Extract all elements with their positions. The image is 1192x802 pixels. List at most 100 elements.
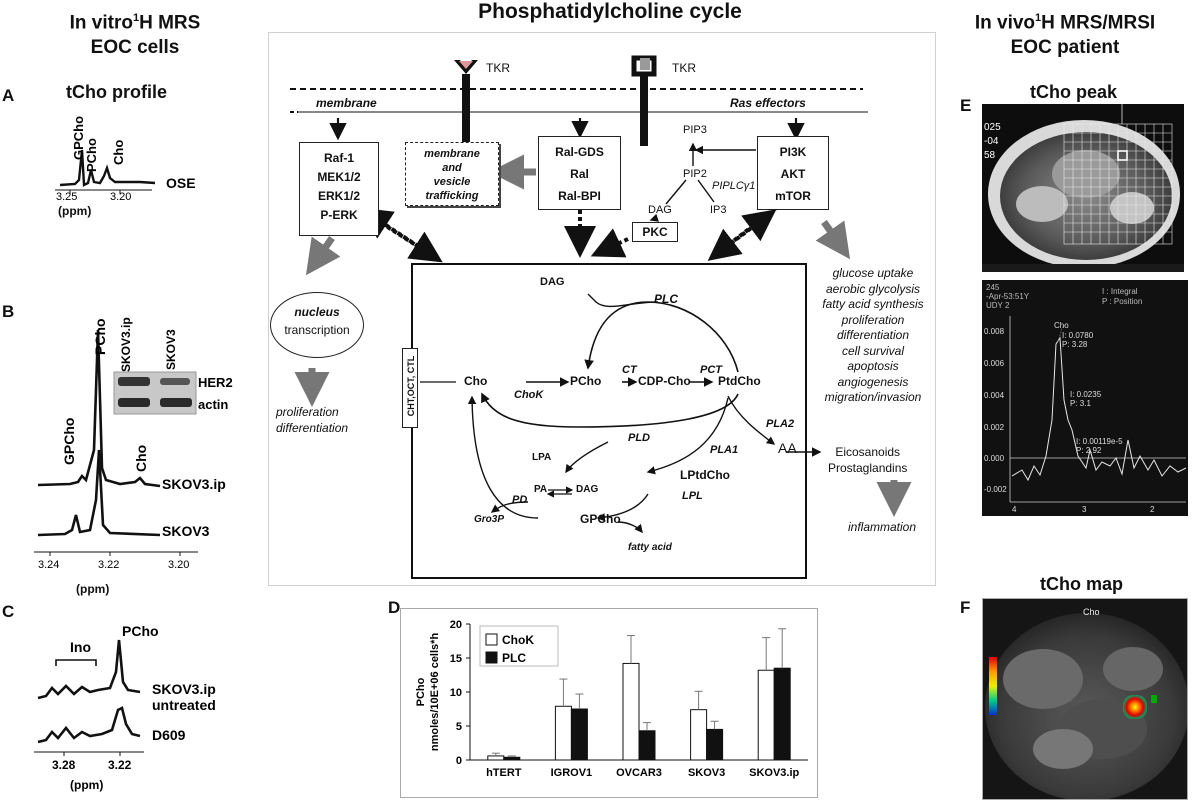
nucleus-label: nucleus — [294, 305, 340, 319]
box-ral-item-1: Ral-GDS — [555, 145, 604, 159]
effect-3: fatty acid synthesis — [822, 297, 924, 311]
panel-b-sample-1: SKOV3.ip — [162, 476, 226, 492]
bar-plc-skov3ip — [773, 667, 791, 761]
dag-top-label: DAG — [648, 204, 672, 216]
box-raf-item-2: MEK1/2 — [317, 170, 361, 184]
blot-band-actin-1 — [118, 398, 150, 407]
chart-category-label: OVCAR3 — [616, 767, 662, 779]
mri-text-2: -04 — [984, 136, 999, 147]
panel-a-tick-2: 3.20 — [110, 191, 131, 200]
box-ral: Ral-GDS Ral Ral-BPI — [538, 136, 621, 210]
spec-header-3: UDY 2 — [986, 301, 1010, 310]
panel-a-peak-pcho: PCho — [84, 138, 99, 172]
spec-peak-cho: Cho — [1054, 321, 1069, 330]
cycle-aa: AA — [778, 440, 797, 456]
spec-peak-p2: P: 3.1 — [1070, 399, 1091, 408]
grey-arrow-effects — [815, 219, 851, 260]
box-pi3k-item-3: mTOR — [775, 189, 811, 203]
center-header: Phosphatidylcholine cycle — [478, 0, 742, 23]
panel-e-letter: E — [960, 96, 972, 115]
grey-arrow-nucleus — [305, 235, 341, 276]
spec-xtick-3: 2 — [1150, 505, 1155, 514]
panel-b-trace-skov3 — [37, 449, 161, 537]
bar-chok-ovcar3 — [622, 662, 640, 761]
panel-c-tick-1: 3.28 — [52, 758, 76, 772]
box-ral-item-2: Ral — [570, 167, 589, 181]
spec-header-2: -Apr-53:51Y — [986, 292, 1030, 301]
mrsi-map-image: Cho — [982, 598, 1188, 800]
box-pi3k-item-2: AKT — [780, 167, 806, 181]
cycle-pcho: PCho — [570, 374, 602, 388]
panel-b-letter: B — [2, 302, 15, 321]
panel-c-axis-label: (ppm) — [70, 778, 103, 792]
ras-effectors-label: Ras effectors — [730, 96, 806, 110]
blot-band-actin-2 — [160, 398, 192, 407]
left-header-line2: EOC cells — [90, 37, 180, 59]
proliferation-left-2: differentiation — [276, 421, 349, 435]
cycle-dag2: DAG — [576, 484, 599, 495]
chart-category-label: IGROV1 — [551, 767, 593, 779]
blot-band-her2-2 — [160, 378, 190, 385]
spec-xtick-2: 3 — [1082, 505, 1087, 514]
mrs-spectrum-image: 245 -Apr-53:51Y UDY 2 I : Integral P : P… — [982, 280, 1188, 516]
panel-a-trace — [59, 149, 156, 187]
bar-chok-skov3ip — [757, 669, 775, 761]
panel-b-peak-cho: Cho — [133, 445, 149, 472]
cycle-pla1: PLA1 — [710, 444, 739, 456]
panel-a-title: tCho profile — [66, 82, 167, 102]
right-header-line1b: H MRS/MRSI — [1041, 12, 1156, 34]
chart-legend-swatch — [485, 633, 498, 646]
panel-a-spectrum: GPCho PCho Cho OSE 3.25 3.20 — [55, 116, 196, 200]
spec-legend-1: I : Integral — [1102, 287, 1138, 296]
panel-b-peak-gpcho: GPCho — [61, 418, 77, 465]
chart-ytick-label: 20 — [450, 619, 462, 631]
panel-a-peak-gpcho: GPCho — [71, 116, 86, 160]
eicosanoids-2: Prostaglandins — [828, 461, 908, 475]
box-membrane-trafficking: membrane and vesicle trafficking — [405, 142, 499, 206]
panel-c-peak-ino: Ino — [70, 639, 91, 655]
tkr1-receptor — [454, 60, 478, 74]
panel-c-tick-2: 3.22 — [108, 758, 132, 772]
panel-b-sample-2: SKOV3 — [162, 523, 210, 539]
panel-b-tick-3: 3.20 — [168, 559, 189, 571]
panel-a-peak-cho: Cho — [111, 140, 126, 165]
ip3-label: IP3 — [710, 204, 727, 216]
panel-a-tick-1: 3.25 — [56, 191, 77, 200]
box-raf: Raf-1 MEK1/2 ERK1/2 P-ERK — [299, 142, 379, 236]
cycle-pla2: PLA2 — [766, 418, 795, 430]
box-membrane-item-4: trafficking — [425, 190, 479, 202]
box-pi3k-item-1: PI3K — [779, 145, 807, 159]
panel-b-trace-skov3ip — [37, 329, 161, 488]
cycle-plc: PLC — [654, 292, 678, 306]
right-header-line2: EOC patient — [1010, 37, 1120, 59]
panel-c-trace-d609 — [37, 706, 141, 744]
cycle-ptdcho: PtdCho — [718, 374, 761, 388]
effect-7: apoptosis — [847, 359, 899, 373]
cycle-pa: PA — [534, 484, 548, 495]
spec-legend-2: P : Position — [1102, 297, 1142, 306]
pkc-label: PKC — [642, 225, 668, 239]
mrs-trace — [1011, 336, 1187, 482]
eicosanoids-1: Eicosanoids — [835, 445, 901, 459]
panel-b-tick-2: 3.22 — [98, 559, 119, 571]
effect-2: aerobic glycolysis — [825, 281, 921, 296]
chart-ytick-label: 5 — [456, 721, 462, 733]
cycle-lptdcho: LPtdCho — [680, 468, 730, 482]
box-pkc: PKC — [632, 222, 678, 242]
left-header-line1: In vitro — [69, 12, 133, 34]
left-header-line1b: H MRS — [139, 12, 201, 34]
spec-ytick-6: -0.002 — [984, 485, 1007, 494]
blot-band-her2-1 — [118, 377, 150, 386]
pip3-label: PIP3 — [683, 124, 707, 136]
cycle-pd: PD — [512, 494, 528, 506]
panel-c-sample-3: D609 — [152, 727, 186, 743]
panel-b-spectrum: PCho GPCho Cho SKOV3.ip SKOV3 3.24 3.22 … — [34, 318, 226, 571]
spec-ytick-2: 0.006 — [984, 359, 1005, 368]
panel-b-tick-1: 3.24 — [38, 559, 59, 571]
right-header-line1: In vivo — [974, 12, 1036, 34]
diagram-frame — [268, 32, 936, 586]
cycle-fatty-acid: fatty acid — [628, 542, 672, 553]
box-membrane-item-2: and — [442, 162, 462, 174]
bar-chok-igrov1 — [554, 705, 572, 761]
box-pi3k: PI3K AKT mTOR — [757, 136, 829, 210]
